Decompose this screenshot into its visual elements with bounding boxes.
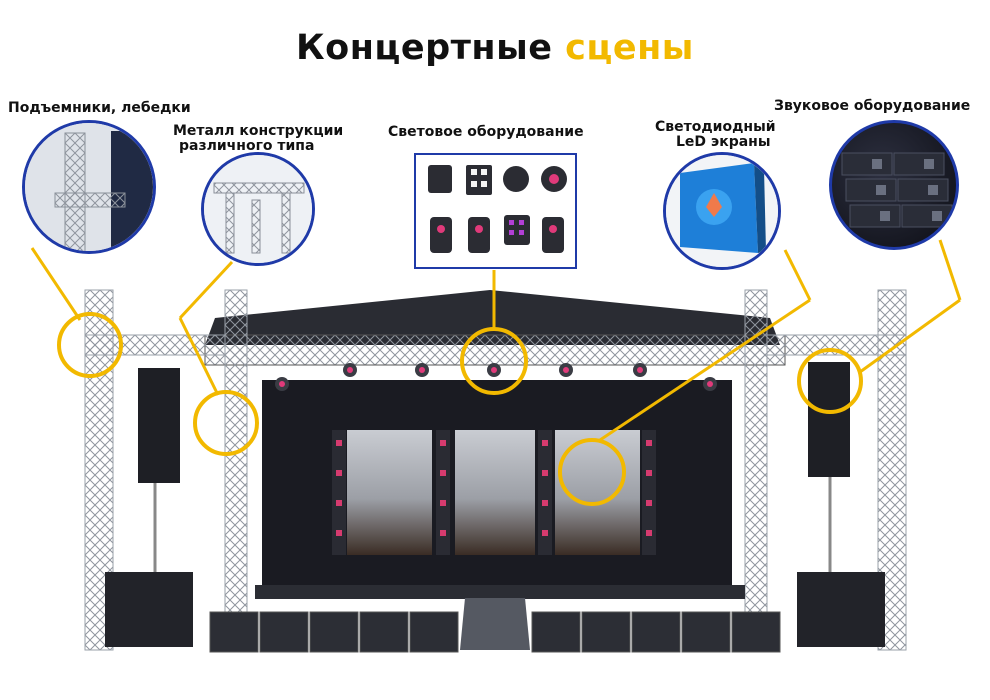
label-metal-line1: Металл конструкции xyxy=(173,123,344,139)
page-title: Концертные сцены xyxy=(0,28,990,68)
callout-ring-lifts xyxy=(57,312,123,378)
callout-ring-led xyxy=(558,438,626,506)
bubble-led xyxy=(663,152,781,270)
truss-structure-icon xyxy=(204,155,312,263)
line-array-speaker-icon xyxy=(841,152,953,228)
led-panel-icon xyxy=(666,155,778,267)
label-sound: Звуковое оборудование xyxy=(774,98,971,114)
label-metal-line2: различного типа xyxy=(179,138,315,154)
stage-light-icon xyxy=(428,165,567,253)
label-led-line2: LeD экраны xyxy=(676,134,771,150)
callout-ring-metal xyxy=(193,390,259,456)
title-accent: сцены xyxy=(565,28,694,68)
bubble-lifts xyxy=(22,120,156,254)
label-lifts: Подъемники, лебедки xyxy=(8,100,191,116)
bubble-sound xyxy=(829,120,959,250)
title-main: Концертные xyxy=(296,28,553,68)
label-lighting: Световое оборудование xyxy=(388,124,584,140)
callout-ring-lighting xyxy=(460,327,528,395)
bubble-metal xyxy=(201,152,315,266)
hoist-icon xyxy=(25,123,153,251)
lighting-equipment-panel xyxy=(414,153,577,269)
callout-ring-sound xyxy=(797,348,863,414)
label-led-line1: Светодиодный xyxy=(655,119,776,135)
